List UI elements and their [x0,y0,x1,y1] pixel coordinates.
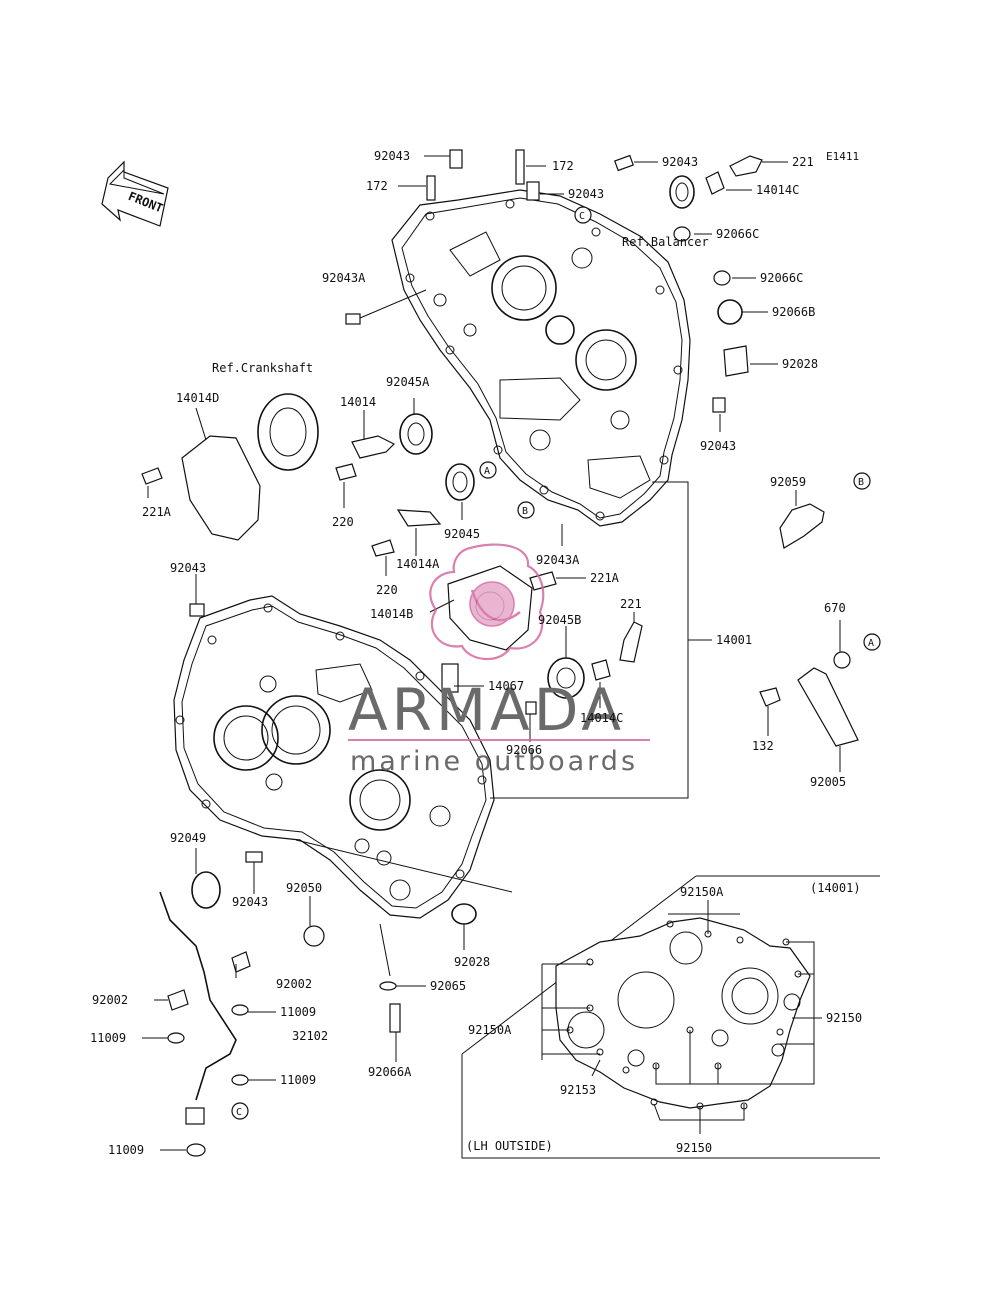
callout-label: 92043A [536,553,580,567]
inset-caption: (LH OUTSIDE) [466,1139,553,1153]
callout-label: 92045 [444,527,480,541]
callout-label: 670 [824,601,846,615]
callout-label: 14014 [340,395,376,409]
figure-code: E1411 [826,150,859,163]
callout-label: 32102 [292,1029,328,1043]
ref-marker-c-top: C [574,206,592,224]
callout-label: 92043 [700,439,736,453]
callout-label: 92043 [232,895,268,909]
ref-marker-b-top: B [517,501,535,519]
front-arrow-icon: FRONT [101,160,169,227]
callout-label: 14067 [488,679,524,693]
bracket-lines [490,481,712,799]
callout-label: 92045A [386,375,430,389]
callout-label: 92043 [374,149,410,163]
callout-label: 92065 [430,979,466,993]
callout-label: 92066A [368,1065,412,1079]
callout-label: 14014D [176,391,219,405]
callout-label: 92066C [760,271,803,285]
svg-text:C: C [236,1107,242,1118]
callout-label: 92066B [772,305,815,319]
callout-label: 92049 [170,831,206,845]
inset-label: 92150 [676,1141,712,1155]
svg-text:C: C [579,211,585,222]
ref-marker-a-top: A [479,461,497,479]
callout-label: 92066C [716,227,759,241]
callout-label: 92043 [662,155,698,169]
svg-text:A: A [484,466,490,477]
callout-label: 92043A [322,271,366,285]
svg-text:A: A [868,638,874,649]
watermark-tagline: marine outboards [350,746,638,777]
small-parts [141,149,859,1157]
callout-label: 132 [752,739,774,753]
watermark-brand: ARMADA [348,676,625,744]
callout-label: 220 [376,583,398,597]
callout-label: 14014B [370,607,413,621]
callout-label: 11009 [90,1031,126,1045]
callout-label: 14014C [580,711,623,725]
inset-label: 92153 [560,1083,596,1097]
crankcase-right-half [391,189,691,527]
callout-label: 92005 [810,775,846,789]
callout-label: 92002 [276,977,312,991]
callout-label: 14001 [716,633,752,647]
callout-label: Ref.Balancer [622,235,709,249]
svg-text:B: B [858,477,864,488]
circle-ref-markers: C A B B A C [231,206,881,1120]
callout-label: 92028 [454,955,490,969]
callout-label: 172 [552,159,574,173]
callout-labels: 92043 172 172 92043 92043 221 14014C Ref… [90,149,846,1157]
callout-label: 11009 [280,1005,316,1019]
callout-label: 11009 [108,1143,144,1157]
callout-label: 172 [366,179,388,193]
callout-label: 92045B [538,613,581,627]
ref-marker-c-bottom: C [231,1102,249,1120]
svg-text:B: B [522,506,528,517]
ref-marker-b-right: B [853,472,871,490]
watermark-logo [348,543,650,741]
callout-label: 92059 [770,475,806,489]
callout-label: 221A [142,505,172,519]
callout-label: 221A [590,571,620,585]
inset-labels: (14001) 92150A 92150A 92150 92153 92150 … [466,881,862,1155]
leader-lines [142,155,841,1151]
ref-marker-a-right: A [863,633,881,651]
inset-ref: (14001) [810,881,861,895]
inset-label: 92150A [468,1023,512,1037]
callout-label: 221 [792,155,814,169]
callout-label: 220 [332,515,354,529]
callout-label: 11009 [280,1073,316,1087]
callout-label: 14014C [756,183,799,197]
callout-label: 92066 [506,743,542,757]
inset-lh-outside [461,875,880,1159]
callout-label: Ref.Crankshaft [212,361,313,375]
crankcase-left-half [173,595,495,919]
callout-label: 92028 [782,357,818,371]
callout-label: 92043 [568,187,604,201]
callout-label: 92043 [170,561,206,575]
callout-label: 92002 [92,993,128,1007]
inset-label: 92150A [680,885,724,899]
callout-label: 14014A [396,557,440,571]
callout-label: 221 [620,597,642,611]
inset-label: 92150 [826,1011,862,1025]
callout-label: 92050 [286,881,322,895]
